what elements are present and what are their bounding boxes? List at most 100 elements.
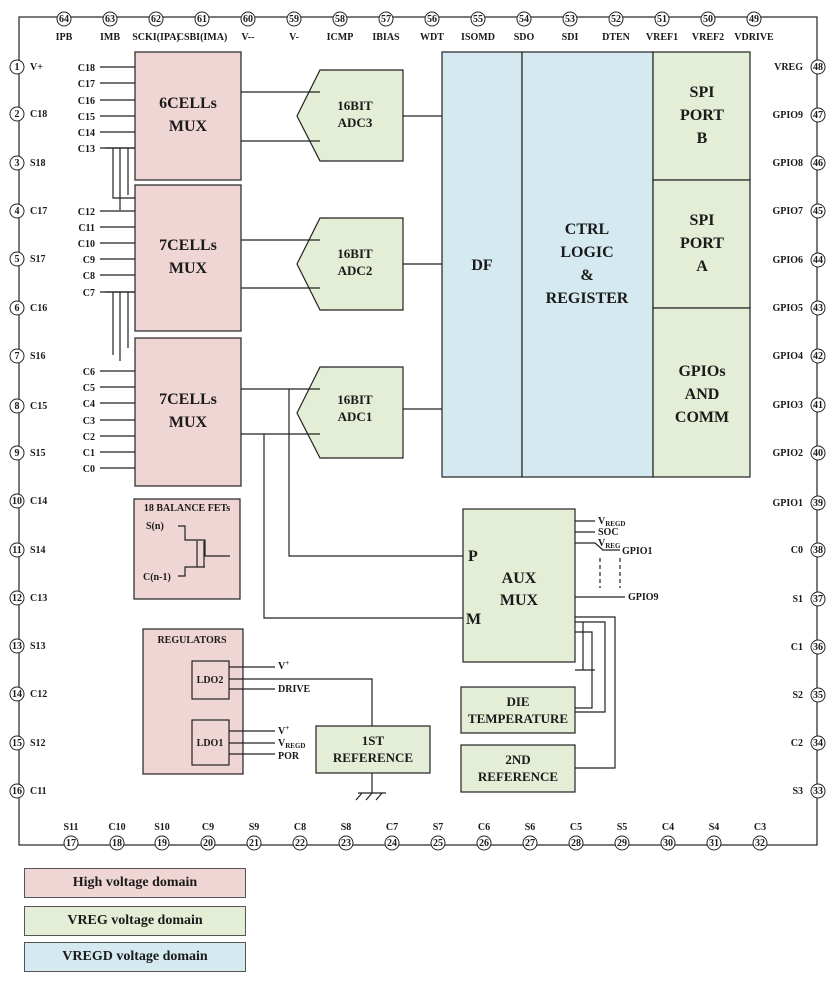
pin-circle-45 bbox=[810, 203, 826, 219]
pin-circle-4 bbox=[9, 203, 25, 219]
pin-circle-51 bbox=[654, 11, 670, 27]
pin-label: S18 bbox=[30, 158, 46, 169]
pin-circle-15 bbox=[9, 735, 25, 751]
pin-label: C15 bbox=[30, 401, 47, 412]
pin-number: 52 bbox=[611, 14, 621, 25]
ldo1-label: LDO1 bbox=[197, 738, 224, 749]
pin-number: 51 bbox=[657, 14, 667, 25]
spi-b-block bbox=[652, 51, 751, 181]
pin-circle-61 bbox=[194, 11, 210, 27]
adc3-label-2: ADC3 bbox=[338, 115, 373, 130]
pin-label: S10 bbox=[154, 822, 170, 833]
mux-input-label: C7 bbox=[83, 288, 95, 299]
pin-number: 28 bbox=[571, 838, 581, 849]
pin-number: 16 bbox=[12, 786, 22, 797]
pin-label: GPIO6 bbox=[772, 255, 803, 266]
pin-circle-55 bbox=[470, 11, 486, 27]
pin-label: C17 bbox=[30, 206, 47, 217]
pin-number: 47 bbox=[813, 110, 823, 121]
pin-circle-39 bbox=[810, 495, 826, 511]
mux2-label-2: MUX bbox=[169, 260, 208, 277]
pin-circle-6 bbox=[9, 300, 25, 316]
ctrl-label-1: CTRL bbox=[565, 221, 609, 238]
pin-circle-29 bbox=[614, 835, 630, 851]
ldo2-wires bbox=[229, 666, 373, 726]
pin-label: IPB bbox=[56, 32, 73, 43]
spi-b-label-2: PORT bbox=[680, 107, 724, 124]
mux-input-label: C2 bbox=[83, 432, 95, 443]
pin-label: S4 bbox=[709, 822, 720, 833]
pin-number: 43 bbox=[813, 303, 823, 314]
aux-mux-block bbox=[462, 508, 576, 663]
pin-number: 1 bbox=[15, 62, 20, 73]
pin-label: S11 bbox=[63, 822, 78, 833]
aux-gnd-wire bbox=[575, 622, 595, 671]
pin-circle-17 bbox=[63, 835, 79, 851]
pin-circle-60 bbox=[240, 11, 256, 27]
pin-number: 57 bbox=[381, 14, 391, 25]
adc2-label-1: 16BIT bbox=[337, 246, 373, 261]
pin-circle-30 bbox=[660, 835, 676, 851]
pin-number: 4 bbox=[15, 206, 20, 217]
mux-input-label: C16 bbox=[78, 96, 95, 107]
mux1-label-2: MUX bbox=[169, 414, 208, 431]
sig-gpio9: GPIO9 bbox=[628, 592, 659, 603]
pin-circle-56 bbox=[424, 11, 440, 27]
pin-number: 58 bbox=[335, 14, 345, 25]
pin-number: 62 bbox=[151, 14, 161, 25]
mux1-label-1: 7CELLs bbox=[159, 391, 217, 408]
sig-soc: SOC bbox=[598, 527, 619, 538]
pin-label: C8 bbox=[294, 822, 306, 833]
spi-b-label-1: SPI bbox=[690, 84, 715, 101]
pin-label: C14 bbox=[30, 496, 47, 507]
pin-circle-58 bbox=[332, 11, 348, 27]
adc1-shape bbox=[296, 366, 404, 459]
chip-outline bbox=[18, 16, 818, 846]
mux-cascade-wires bbox=[105, 147, 135, 361]
balance-sn: S(n) bbox=[146, 521, 164, 532]
pin-circle-64 bbox=[56, 11, 72, 27]
pin-label: S8 bbox=[341, 822, 352, 833]
pin-circle-63 bbox=[102, 11, 118, 27]
pin-number: 54 bbox=[519, 14, 529, 25]
pin-number: 26 bbox=[479, 838, 489, 849]
ldo2-vplus: V+ bbox=[278, 659, 289, 672]
df-label: DF bbox=[471, 257, 493, 274]
spi-a-label-2: PORT bbox=[680, 235, 724, 252]
pin-label: IMB bbox=[100, 32, 120, 43]
adc1-label-1: 16BIT bbox=[337, 392, 373, 407]
ldo1-vplus: V+ bbox=[278, 724, 289, 737]
pin-label: C10 bbox=[108, 822, 125, 833]
ctrl-label-3: & bbox=[580, 267, 593, 284]
pin-circle-53 bbox=[562, 11, 578, 27]
pin-label: GPIO3 bbox=[772, 400, 803, 411]
ldo2-label: LDO2 bbox=[197, 675, 224, 686]
pin-number: 18 bbox=[112, 838, 122, 849]
pin-label: GPIO9 bbox=[772, 110, 803, 121]
pin-label: S9 bbox=[249, 822, 260, 833]
sig-vreg: VREG bbox=[598, 538, 621, 550]
pin-label: S6 bbox=[525, 822, 536, 833]
pin-circle-26 bbox=[476, 835, 492, 851]
pin-label: C12 bbox=[30, 689, 47, 700]
aux-p-label: P bbox=[468, 548, 478, 565]
pin-label: GPIO2 bbox=[772, 448, 803, 459]
pin-number: 19 bbox=[157, 838, 167, 849]
pin-number: 3 bbox=[15, 158, 20, 169]
ref2-block bbox=[460, 744, 576, 793]
pin-circle-19 bbox=[154, 835, 170, 851]
pin-label: C2 bbox=[791, 738, 803, 749]
ref1-label-1: 1ST bbox=[362, 733, 385, 748]
pin-circle-13 bbox=[9, 638, 25, 654]
mux-input-label: C18 bbox=[78, 63, 95, 74]
gpio-dashes bbox=[599, 558, 621, 588]
pin-number: 23 bbox=[341, 838, 351, 849]
pin-circle-21 bbox=[246, 835, 262, 851]
pin-circle-50 bbox=[700, 11, 716, 27]
pin-number: 7 bbox=[15, 351, 20, 362]
mux-input-label: C3 bbox=[83, 416, 95, 427]
pin-number: 59 bbox=[289, 14, 299, 25]
pin-label: C3 bbox=[754, 822, 766, 833]
pin-number: 14 bbox=[12, 689, 22, 700]
pin-label: GPIO7 bbox=[772, 206, 803, 217]
